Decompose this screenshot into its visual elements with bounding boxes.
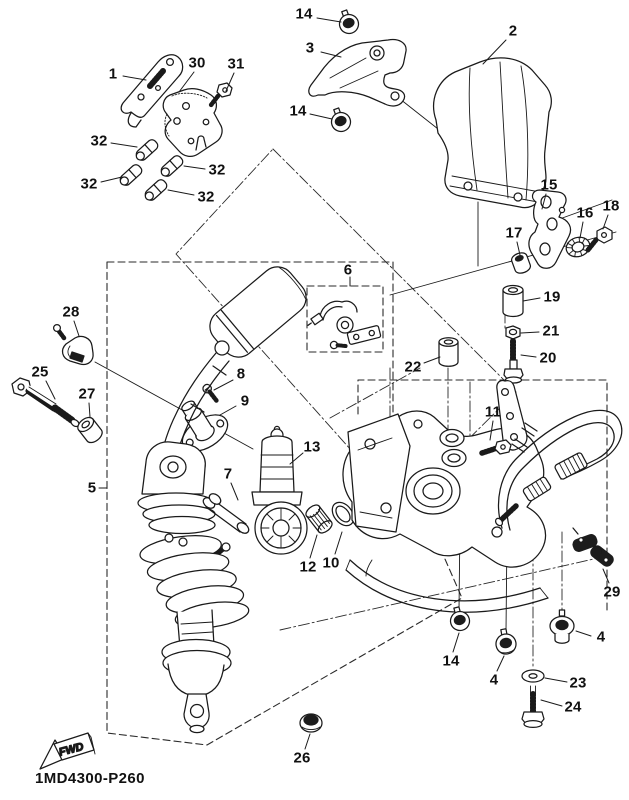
part-27-collar bbox=[77, 416, 103, 444]
carrier-bracket-assembly bbox=[342, 379, 549, 613]
part-23-washer bbox=[521, 669, 545, 683]
part-31-screw bbox=[208, 82, 233, 108]
dashed-box-5 bbox=[106, 261, 463, 746]
part-15-stay-bracket bbox=[528, 189, 572, 269]
part-13-motor bbox=[251, 425, 308, 555]
part-22-collar bbox=[438, 337, 459, 367]
fwd-direction-arrow: FWD bbox=[39, 732, 96, 770]
part-28-clamp bbox=[52, 323, 94, 366]
part-20-bolt bbox=[503, 338, 524, 384]
part-number-label: 1MD4300-P260 bbox=[35, 770, 145, 787]
part-2-cover-bracket bbox=[433, 57, 552, 209]
part-18-bolt bbox=[585, 226, 613, 253]
part-10-seal-ring bbox=[331, 501, 355, 527]
part-32-clamp-d bbox=[144, 179, 168, 201]
part-7-pin bbox=[202, 493, 250, 534]
dashed-box-hose bbox=[357, 379, 608, 613]
part-1-mounting-plate bbox=[120, 54, 184, 128]
part-32-clamp-a bbox=[135, 139, 159, 161]
part-12-gear bbox=[305, 504, 333, 534]
part-25-bolt bbox=[11, 377, 80, 428]
part-24-bolt bbox=[521, 683, 545, 729]
part-14-grommet-top bbox=[338, 9, 360, 35]
part-32-clamp-c bbox=[119, 164, 143, 186]
callout-leader-lines bbox=[45, 17, 610, 750]
dashed-box-6 bbox=[306, 285, 384, 353]
part-5-shock-absorber bbox=[137, 266, 307, 734]
part-19-collar bbox=[502, 284, 524, 318]
hose-assembly bbox=[494, 409, 623, 531]
part-21-nut bbox=[505, 325, 521, 340]
part-14-grommet-bottom bbox=[449, 606, 471, 632]
part-4-damper-b bbox=[549, 609, 575, 644]
part-4-damper-a bbox=[495, 628, 517, 655]
part-11-bolt bbox=[479, 439, 512, 456]
part-17-collar bbox=[510, 252, 532, 274]
part-29-clamp bbox=[572, 527, 614, 567]
part-6-harness bbox=[307, 300, 382, 350]
part-3-bracket bbox=[308, 38, 407, 107]
part-16-collar bbox=[565, 236, 591, 258]
part-32-clamp-b bbox=[160, 155, 184, 177]
part-14-grommet-mid bbox=[330, 107, 352, 133]
part-26-grommet bbox=[299, 713, 323, 733]
part-30-bracket bbox=[162, 88, 223, 158]
mounting-plane-outline bbox=[175, 148, 517, 507]
